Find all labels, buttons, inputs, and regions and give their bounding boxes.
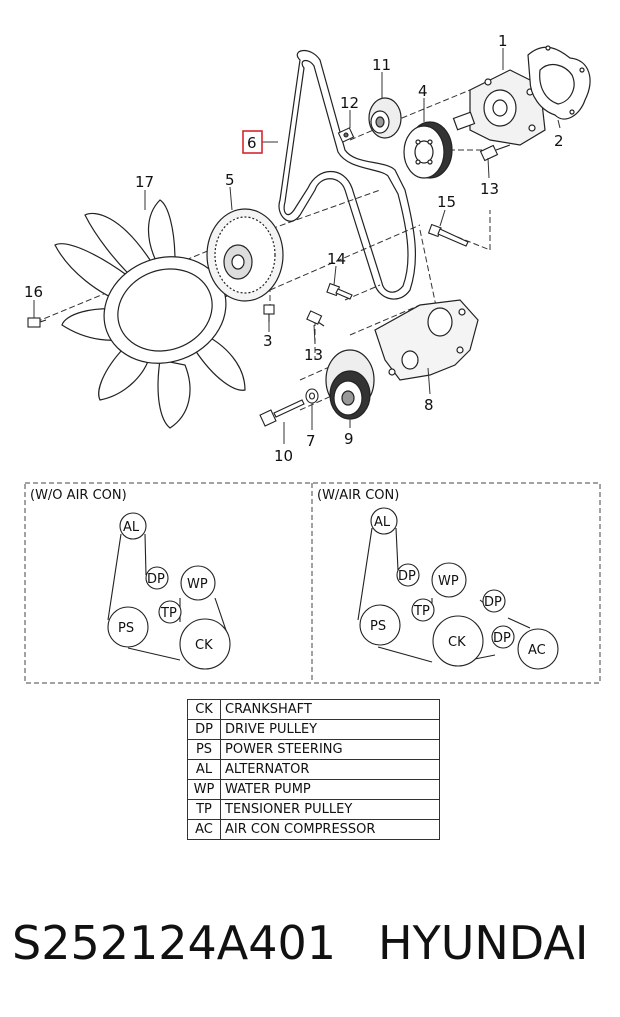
callout-6: 6 — [247, 134, 257, 152]
pulley-tp: TP — [413, 604, 430, 619]
tensioner-bracket — [374, 299, 479, 381]
bolt-13-top — [479, 144, 511, 162]
legend-code: TP — [187, 799, 221, 820]
callout-11: 11 — [372, 56, 391, 74]
routing-without-ac: (W/O AIR CON) AL DP WP TP PS CK — [30, 488, 231, 670]
routing-title-without-ac: (W/O AIR CON) — [30, 488, 127, 503]
routing-title-with-ac: (W/AIR CON) — [317, 488, 399, 503]
callout-labels: 1 2 3 4 5 6 7 8 9 10 11 12 13 13 14 15 1… — [24, 32, 564, 465]
brand-name: HYUNDAI — [378, 916, 589, 970]
callout-7: 7 — [306, 432, 316, 450]
tensioner-pulley — [325, 349, 375, 420]
pulley-dp: DP — [147, 572, 165, 587]
callout-10: 10 — [274, 447, 293, 465]
pulley-ps: PS — [370, 619, 386, 634]
routing-with-ac: (W/AIR CON) AL DP WP DP TP PS CK DP — [317, 488, 559, 670]
legend-code: DP — [187, 719, 221, 740]
legend-desc: DRIVE PULLEY — [220, 719, 440, 740]
bolt-12 — [337, 127, 355, 143]
idler-pulley — [368, 97, 402, 139]
callout-3: 3 — [263, 332, 273, 350]
callout-5: 5 — [225, 171, 235, 189]
callout-4: 4 — [418, 82, 428, 100]
legend-code: CK — [187, 699, 221, 720]
pulley-dp: DP — [493, 631, 511, 646]
washer-7 — [305, 388, 319, 404]
bolt-16 — [27, 317, 47, 328]
belt-routing-box — [24, 482, 601, 684]
callout-1: 1 — [498, 32, 508, 50]
legend-desc: POWER STEERING — [220, 739, 440, 760]
pulley-ck: CK — [448, 635, 466, 650]
fan-clutch — [206, 208, 284, 302]
pulley-wp: WP — [187, 577, 208, 592]
bolt-15 — [427, 223, 469, 247]
water-pump — [452, 69, 546, 146]
pulley-ac: AC — [528, 643, 546, 658]
bolt-13-bottom — [306, 310, 325, 327]
legend-desc: WATER PUMP — [220, 779, 440, 800]
legend-desc: ALTERNATOR — [220, 759, 440, 780]
callout-12: 12 — [340, 94, 359, 112]
callout-6-highlight — [242, 130, 263, 154]
callout-9: 9 — [344, 430, 354, 448]
bolt-10 — [259, 399, 305, 427]
pulley-dp: DP — [484, 595, 502, 610]
callout-17: 17 — [135, 173, 154, 191]
bolt-3 — [263, 304, 275, 322]
pulley-al: AL — [374, 515, 391, 530]
pulley-wp: WP — [438, 574, 459, 589]
pulley-al: AL — [123, 520, 140, 535]
pulley-tp: TP — [160, 606, 177, 621]
pulley-ps: PS — [118, 621, 134, 636]
leader-lines — [33, 48, 561, 444]
callout-13-top: 13 — [480, 180, 499, 198]
legend-code: PS — [187, 739, 221, 760]
drive-belt — [278, 50, 417, 300]
legend-desc: AIR CON COMPRESSOR — [220, 819, 440, 840]
legend-code: AC — [187, 819, 221, 840]
callout-13-bottom: 13 — [304, 346, 323, 364]
water-pump-pulley — [403, 121, 453, 179]
legend-desc: TENSIONER PULLEY — [220, 799, 440, 820]
legend-desc: CRANKSHAFT — [220, 699, 440, 720]
pulley-dp: DP — [398, 569, 416, 584]
part-number: S252124A401 — [12, 916, 337, 970]
bolt-14 — [326, 282, 353, 300]
callout-8: 8 — [424, 396, 434, 414]
legend-code: WP — [187, 779, 221, 800]
legend-code: AL — [187, 759, 221, 780]
pulley-ck: CK — [195, 638, 213, 653]
callout-14: 14 — [327, 250, 346, 268]
footer: S252124A401 HYUNDAI — [0, 908, 620, 978]
callout-16: 16 — [24, 283, 43, 301]
callout-2: 2 — [554, 132, 564, 150]
callout-15: 15 — [437, 193, 456, 211]
water-pump-gasket — [527, 45, 591, 120]
